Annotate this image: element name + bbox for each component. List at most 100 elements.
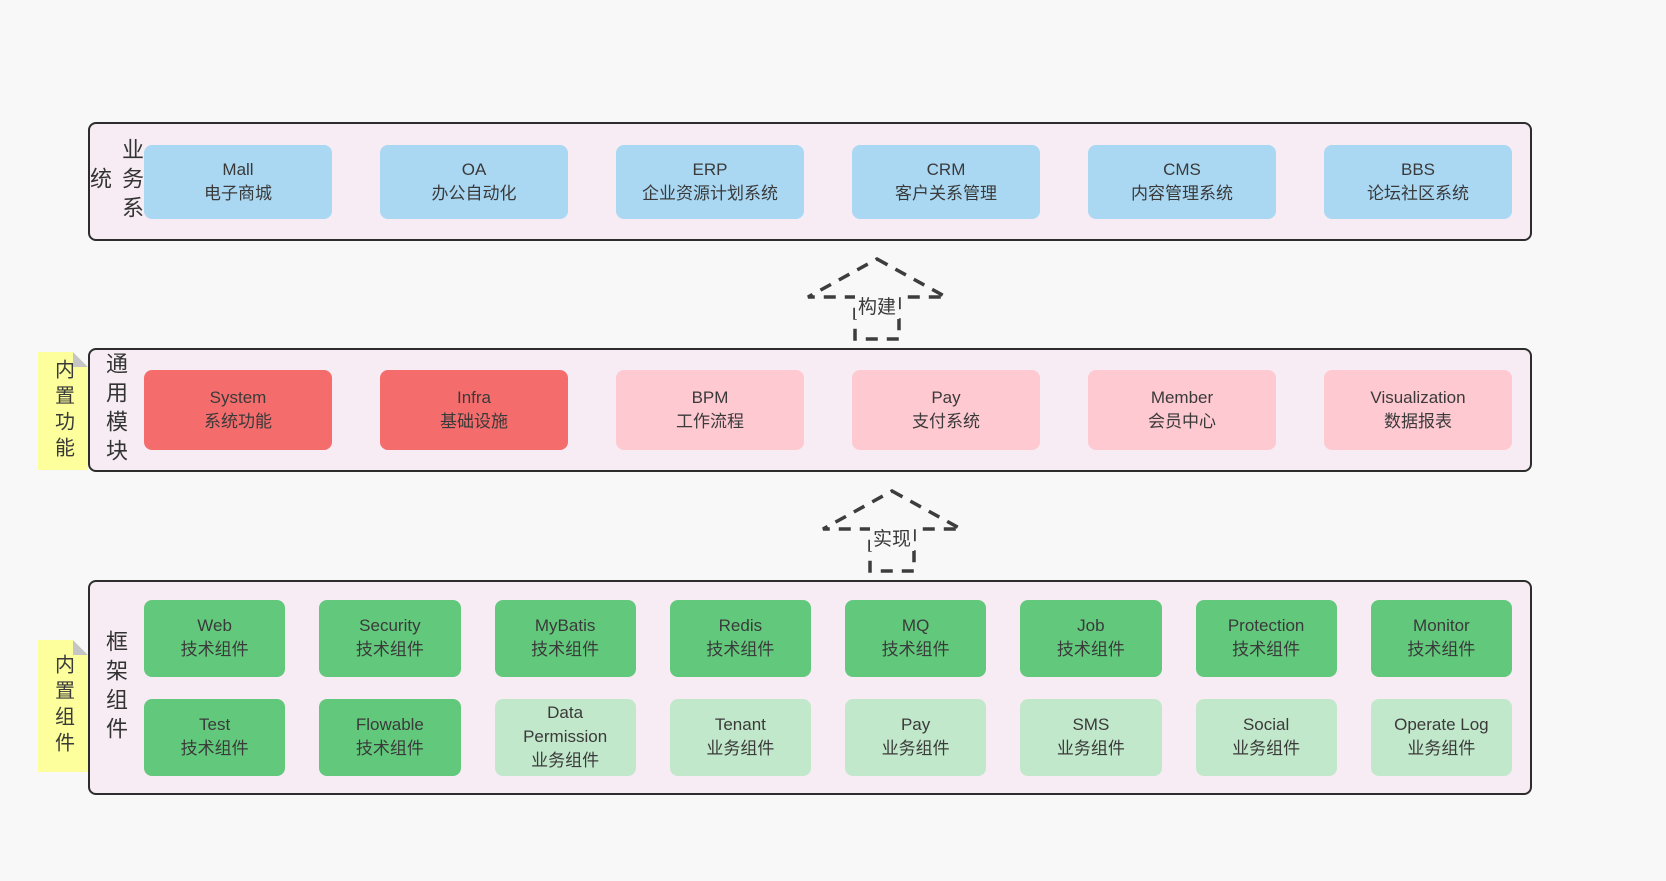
box-desc: 技术组件 [355,739,424,758]
box-desc: 客户关系管理 [895,183,997,203]
components-row-2: Test 技术组件 Flowable 技术组件 Data Permission … [144,698,1512,776]
box-desc: 系统功能 [204,412,272,431]
box-desc: 业务组件 [1232,739,1301,758]
modules-box-row: System 系统功能 Infra 基础设施 BPM 工作流程 Pay 支付系统… [132,370,1530,450]
box-mall: Mall 电子商城 [144,144,332,219]
box-mybatis: MyBatis 技术组件 [494,599,636,677]
box-name: MQ [901,616,930,635]
panel-label-modules: 通用模块 [103,352,128,468]
box-name: Infra [456,388,492,407]
box-name: Pay [900,715,931,734]
box-desc: 技术组件 [881,640,950,659]
common-modules-panel: 通用模块 System 系统功能 Infra 基础设施 BPM 工作流程 Pay… [88,348,1532,472]
box-desc: 论坛社区系统 [1367,183,1469,203]
box-desc: 办公自动化 [431,183,517,203]
arrow-implement: 实现 [819,488,965,574]
box-name: Job [1077,616,1105,635]
box-flowable: Flowable 技术组件 [319,698,461,776]
box-security: Security 技术组件 [319,599,461,677]
box-redis: Redis 技术组件 [669,599,811,677]
box-name: Operate Log [1394,715,1489,734]
box-desc: 数据报表 [1384,412,1452,431]
box-desc: 内容管理系统 [1131,183,1233,203]
box-desc: 业务组件 [1056,739,1125,758]
components-row-1: Web 技术组件 Security 技术组件 MyBatis 技术组件 Redi… [144,599,1512,677]
business-systems-panel: 业务系统 Mall 电子商城 OA 办公自动化 ERP 企业资源计划系统 CRM… [87,122,1532,241]
framework-components-panel: 框架组件 Web 技术组件 Security 技术组件 MyBatis 技术组件… [88,580,1532,795]
box-monitor: Monitor 技术组件 [1370,599,1512,677]
box-name: Visualization [1370,388,1466,407]
box-desc: 工作流程 [676,412,744,431]
box-name: OA [461,159,487,179]
panel-label-business: 业务系统 [87,138,144,225]
box-pay-module: Pay 支付系统 [852,370,1040,450]
box-test: Test 技术组件 [144,698,286,776]
box-name: Monitor [1413,616,1470,635]
box-bbs: BBS 论坛社区系统 [1324,144,1512,219]
box-bpm: BPM 工作流程 [616,370,804,450]
box-web: Web 技术组件 [144,599,286,677]
box-job: Job 技术组件 [1020,599,1162,677]
box-desc: 技术组件 [1056,640,1125,659]
box-erp: ERP 企业资源计划系统 [616,144,804,219]
box-desc: 技术组件 [355,640,424,659]
arrow-build-label: 构建 [854,292,900,319]
box-name: Pay [931,388,961,407]
box-name: Protection [1227,616,1305,635]
box-name: Redis [718,616,763,635]
box-name: CMS [1163,159,1201,179]
business-box-row: Mall 电子商城 OA 办公自动化 ERP 企业资源计划系统 CRM 客户关系… [132,144,1530,219]
box-desc: 技术组件 [531,640,600,659]
arrow-build: 构建 [804,256,950,342]
box-crm: CRM 客户关系管理 [852,144,1040,219]
box-desc: 业务组件 [881,739,950,758]
box-name: System [209,388,267,407]
box-desc: 技术组件 [1407,640,1476,659]
box-name: CRM [926,159,966,179]
box-name: Flowable [355,715,424,734]
box-social: Social 业务组件 [1195,698,1337,776]
box-name: Tenant [714,715,766,734]
box-infra: Infra 基础设施 [380,370,568,450]
box-pay-component: Pay 业务组件 [845,698,987,776]
box-desc: 基础设施 [440,412,508,431]
box-name: BPM [691,388,729,407]
box-protection: Protection 技术组件 [1195,599,1337,677]
box-tenant: Tenant 业务组件 [669,698,811,776]
box-mq: MQ 技术组件 [845,599,987,677]
box-name: Social [1242,715,1290,734]
box-desc: 电子商城 [204,183,272,203]
panel-label-components: 框架组件 [103,629,128,746]
arrow-implement-label: 实现 [869,524,915,551]
box-data-permission: Data Permission 业务组件 [494,698,636,776]
box-name: Member [1150,388,1214,407]
box-name: BBS [1400,159,1436,179]
box-name: Security [359,616,421,635]
box-system: System 系统功能 [144,370,332,450]
box-desc: 技术组件 [1232,640,1301,659]
tag-label: 内置功能 [51,359,74,463]
box-name: Mall [222,159,254,179]
dashed-up-arrow-icon [822,489,962,573]
box-desc: 技术组件 [180,640,249,659]
tag-label: 内置组件 [51,654,74,758]
box-desc: 业务组件 [531,751,600,770]
box-name: Web [197,616,232,635]
box-oa: OA 办公自动化 [380,144,568,219]
box-desc: 技术组件 [706,640,775,659]
box-operate-log: Operate Log 业务组件 [1370,698,1512,776]
box-name: Test [199,715,231,734]
box-desc: 业务组件 [1407,739,1476,758]
box-name: Data Permission [523,703,608,746]
box-cms: CMS 内容管理系统 [1088,144,1276,219]
builtin-components-tag: 内置组件 [38,640,88,772]
box-desc: 业务组件 [706,739,775,758]
box-desc: 会员中心 [1148,412,1216,431]
box-name: SMS [1072,715,1110,734]
box-desc: 技术组件 [180,739,249,758]
builtin-features-tag: 内置功能 [38,352,88,470]
box-name: MyBatis [534,616,596,635]
box-visualization: Visualization 数据报表 [1324,370,1512,450]
box-desc: 支付系统 [912,412,980,431]
